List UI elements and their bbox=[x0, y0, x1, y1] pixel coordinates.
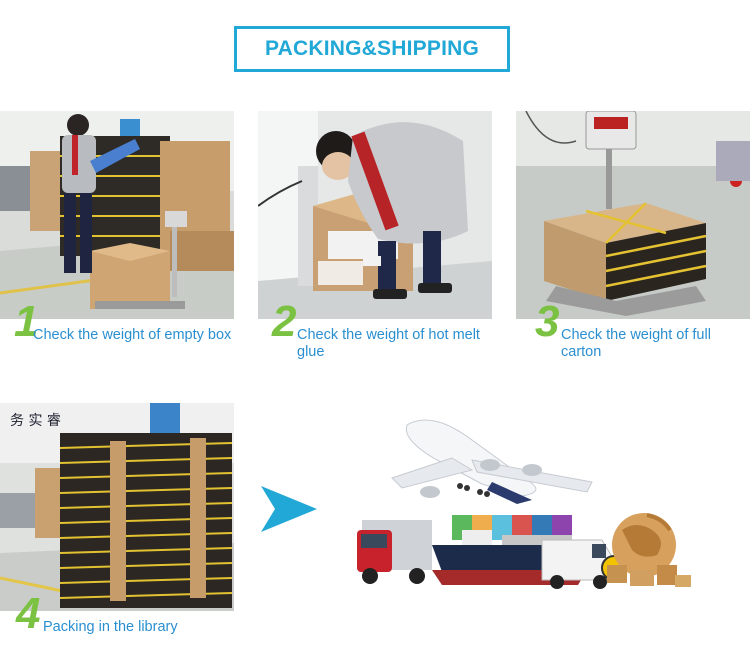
airplane-icon bbox=[391, 419, 593, 504]
photo-empty-box-weighing bbox=[0, 111, 234, 319]
page-title: PACKING&SHIPPING bbox=[265, 37, 479, 60]
globe-icon bbox=[607, 513, 691, 587]
step-4-number: 4 bbox=[16, 589, 41, 638]
step-1-number: 1 bbox=[14, 297, 39, 346]
photo-packing-library: 务 实 睿 bbox=[0, 403, 234, 611]
step-3-number: 3 bbox=[535, 297, 560, 346]
step-1-caption: Check the weight of empty box bbox=[33, 327, 232, 343]
step-2-number: 2 bbox=[272, 297, 297, 346]
photo-full-carton-weighing bbox=[516, 111, 750, 319]
title-banner: PACKING&SHIPPING bbox=[234, 26, 510, 72]
step-2-caption: Check the weight of hot melt glue bbox=[297, 327, 480, 360]
step-4-caption: Packing in the library bbox=[43, 619, 178, 635]
step-3-caption: Check the weight of full carton bbox=[561, 327, 711, 360]
svg-text:务 实 睿: 务 实 睿 bbox=[10, 413, 61, 429]
van-icon bbox=[541, 539, 615, 589]
logistics-illustration bbox=[352, 400, 697, 600]
photo-hot-melt-glue-weighing bbox=[258, 111, 492, 319]
right-arrow-icon bbox=[261, 486, 317, 537]
truck-icon bbox=[357, 520, 432, 584]
